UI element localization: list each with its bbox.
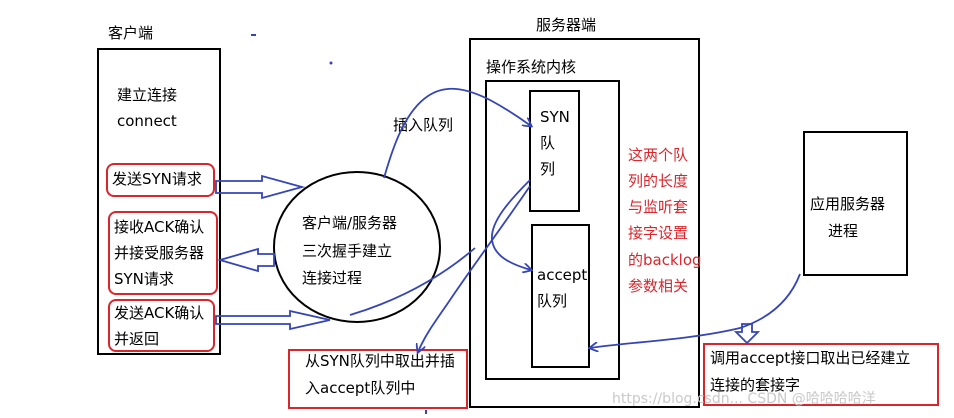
recv-ack-line2: 并接受服务器 xyxy=(114,244,205,262)
accept-queue-box xyxy=(531,224,590,368)
recv-ack-line3: SYN请求 xyxy=(114,270,174,288)
kernel-box xyxy=(485,80,620,380)
app-server-box xyxy=(803,131,908,276)
move-callout-line1: 从SYN队列中取出并插 xyxy=(305,352,455,370)
send-ack-line2: 并返回 xyxy=(114,330,160,348)
recv-ack-box xyxy=(108,211,218,295)
to-move-callout-arrow xyxy=(418,185,531,352)
send-syn-label: 发送SYN请求 xyxy=(112,170,202,188)
stray-dot xyxy=(329,61,333,65)
send-ack-box xyxy=(108,299,215,352)
syn-queue-box xyxy=(529,90,580,212)
syn-queue-line2: 队 xyxy=(540,134,556,152)
handshake-line3: 连接过程 xyxy=(302,269,363,287)
server-box xyxy=(469,38,700,408)
accept-queue-line1: accept xyxy=(537,266,588,284)
watermark: https://blog.csdn... CSDN @哈哈哈哈洋 xyxy=(612,391,876,407)
app-server-line2: 进程 xyxy=(828,222,859,240)
backlog-note-line2: 列的长度 xyxy=(628,172,689,190)
accept-callout-line2: 连接的套接字 xyxy=(710,376,801,394)
backlog-note-line5: 的backlog xyxy=(628,251,702,269)
kernel-title: 操作系统内核 xyxy=(486,58,577,76)
handshake-line1: 客户端/服务器 xyxy=(302,214,398,232)
accept-callout-box xyxy=(703,343,939,406)
connect-label-en: connect xyxy=(117,112,177,130)
send-syn-box xyxy=(106,163,215,197)
backlog-note-line3: 与监听套 xyxy=(628,198,689,216)
insert-queue-label: 插入队列 xyxy=(393,116,454,134)
move-callout-box xyxy=(288,349,468,409)
accept-queue-line2: 队列 xyxy=(537,292,568,310)
syn-hollow-arrow xyxy=(215,174,306,200)
ack-move-line xyxy=(349,247,476,316)
insert-queue-arrow xyxy=(383,87,531,179)
syn-queue-line1: SYN xyxy=(540,108,570,126)
ack-return-hollow-arrow xyxy=(215,309,331,331)
send-ack-line1: 发送ACK确认 xyxy=(114,304,205,322)
handshake-line2: 三次握手建立 xyxy=(302,242,393,260)
backlog-note-line1: 这两个队 xyxy=(628,146,689,164)
connect-label: 建立连接 xyxy=(117,86,178,104)
accept-callout-hollow-arrow xyxy=(733,323,761,345)
recv-ack-line1: 接收ACK确认 xyxy=(114,218,205,236)
ack-hollow-arrow xyxy=(216,247,275,273)
app-to-accept-arrow xyxy=(590,273,801,348)
syn-queue-line3: 列 xyxy=(540,160,556,178)
accept-callout-line1: 调用accept接口取出已经建立 xyxy=(710,349,911,367)
server-title: 服务器端 xyxy=(536,16,597,34)
app-server-line1: 应用服务器 xyxy=(810,195,886,213)
backlog-note-line6: 参数相关 xyxy=(628,277,689,295)
client-box xyxy=(97,48,221,355)
client-title: 客户端 xyxy=(108,24,154,42)
handshake-ellipse xyxy=(273,171,441,323)
backlog-note-line4: 接字设置 xyxy=(628,224,689,242)
move-callout-line2: 入accept队列中 xyxy=(305,379,416,397)
